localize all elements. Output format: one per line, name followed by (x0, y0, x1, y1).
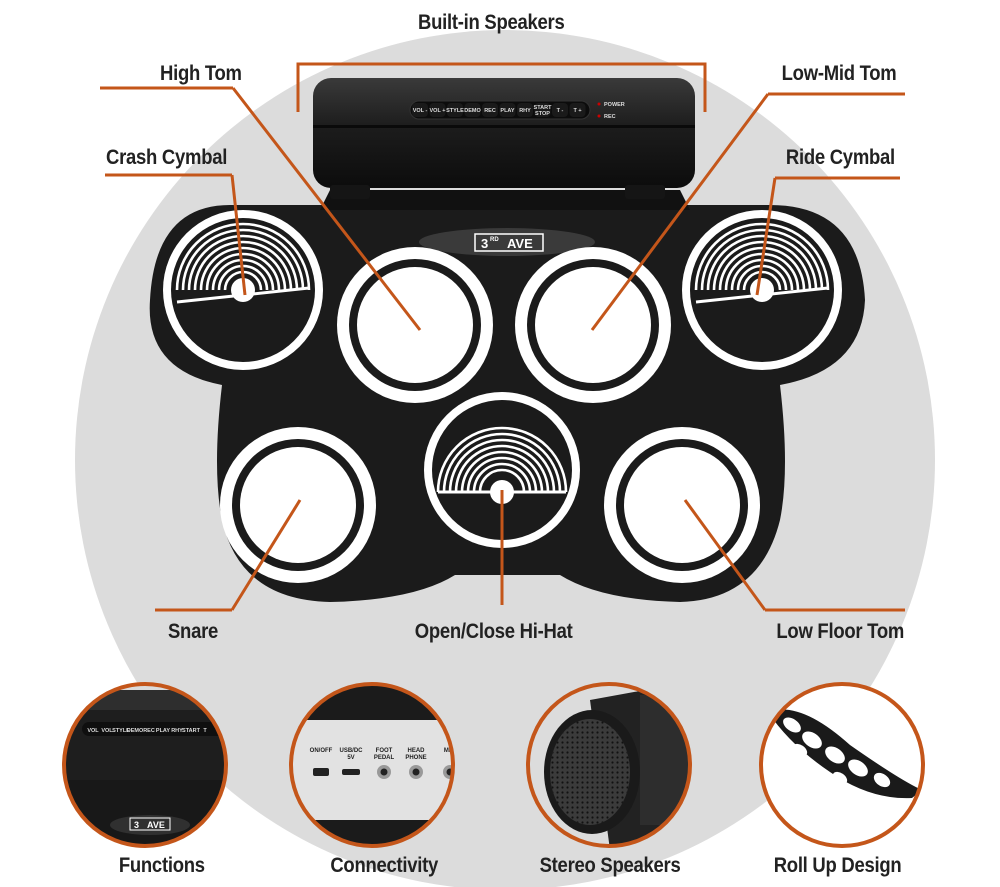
power-switch-icon (313, 768, 329, 776)
port-label: PHONE (405, 755, 426, 761)
hihat-pad (424, 392, 580, 548)
inset-button-label: VOL (101, 728, 113, 734)
port-label: PEDAL (374, 755, 395, 761)
indicator-label: REC (604, 114, 616, 120)
port-label: ON/OFF (310, 748, 333, 754)
control-button-label: STYLE (446, 108, 464, 114)
inset-button-label: PLAY (156, 728, 170, 734)
label-crash-cymbal: Crash Cymbal (106, 146, 228, 169)
control-button-label: T + (573, 108, 581, 114)
port-label: USB/DC (339, 748, 363, 754)
control-button-label: T - (557, 108, 564, 114)
callout-lines (100, 62, 905, 612)
brand-name: AVE (507, 236, 533, 251)
label-open-close-hihat: Open/Close Hi-Hat (414, 620, 573, 643)
port-label: FOOT (376, 748, 393, 754)
inset-button-label: RHY (171, 728, 183, 734)
label-built-in-speakers: Built-in Speakers (417, 11, 565, 34)
inset-button-label: DEMO (127, 728, 144, 734)
label-functions: Functions (118, 854, 205, 877)
snare-line (230, 499, 302, 611)
control-button-label: STOP (535, 111, 550, 117)
floor-tom-line (683, 499, 767, 611)
inset-brand-number: 3 (134, 820, 139, 830)
usb-port-icon (342, 769, 360, 775)
brand-number: 3 (481, 236, 488, 251)
label-snare: Snare (168, 620, 219, 643)
ride-cymbal-pad (682, 210, 842, 370)
functions-inset: VOLVOLSTYLEDEMORECPLAYRHYSTARTTT 3 AVE (62, 682, 228, 848)
label-roll-up-design: Roll Up Design (773, 854, 902, 877)
control-button-label: START (534, 105, 553, 111)
label-ride-cymbal: Ride Cymbal (785, 146, 895, 169)
stereo-speakers-inset (526, 682, 692, 848)
control-button-label: VOL - (413, 108, 428, 114)
indicator-label: POWER (604, 102, 625, 108)
inset-button-label: STYLE (112, 728, 130, 734)
label-connectivity: Connectivity (330, 854, 439, 877)
label-low-mid-tom: Low-Mid Tom (781, 62, 896, 85)
label-low-floor-tom: Low Floor Tom (776, 620, 904, 643)
control-button-label: REC (484, 108, 496, 114)
roll-up-inset (759, 682, 925, 848)
brand-superscript: RD (490, 237, 499, 243)
port-label: MP3 (444, 748, 457, 754)
control-button-label: RHY (519, 108, 531, 114)
control-button-label: PLAY (500, 108, 514, 114)
inset-button-label: VOL (87, 728, 99, 734)
inset-button-label: START (182, 728, 201, 734)
floor-tom-pad (604, 427, 760, 583)
inset-button-label: T (203, 728, 207, 734)
low-mid-tom-pad (515, 247, 671, 403)
inset-button-label: REC (143, 728, 155, 734)
control-button-label: VOL + (430, 108, 446, 114)
label-stereo-speakers: Stereo Speakers (539, 854, 681, 877)
inset-brand-name: AVE (147, 820, 165, 830)
port-label: HEAD (407, 748, 425, 754)
port-label: 5V (347, 755, 354, 761)
control-button-label: DEMO (464, 108, 481, 114)
brand-badge: 3 RD AVE (419, 228, 595, 256)
speakers-bracket (296, 62, 707, 112)
label-high-tom: High Tom (160, 62, 242, 85)
